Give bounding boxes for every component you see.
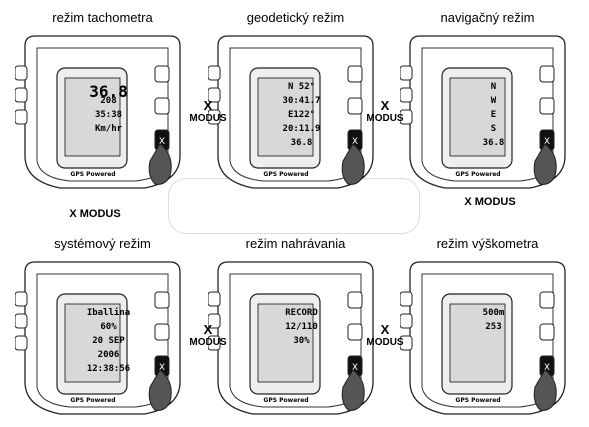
svg-text:X: X <box>544 363 550 373</box>
mode-panel-6: režim výškometra X GPS Powered 500m 253 <box>400 236 575 426</box>
screen-l2: 253 <box>485 322 502 332</box>
svg-text:X: X <box>352 137 358 147</box>
mode-panel-4: systémový režim X GPS Powered Iballina 60… <box>15 236 190 426</box>
gps-device-illustration: X GPS Powered <box>15 35 181 189</box>
gps-device-illustration: X GPS Powered <box>208 261 374 415</box>
mode-title: geodetický režim <box>246 10 345 25</box>
screen-l5: 36.8 <box>290 138 313 148</box>
mode-panel-2: geodetický režim X GPS Powered N 52° 30:4… <box>208 10 383 200</box>
screen-l1: 36.8 <box>89 82 128 101</box>
mode-title: režim nahrávania <box>245 236 346 251</box>
screen-l3: 35:38 <box>94 110 123 120</box>
screen-l3: 20 SEP <box>92 336 125 346</box>
screen-l5: 12:38:56 <box>86 364 131 374</box>
screen-l1: N 52° <box>287 82 316 92</box>
brand-label: GPS Powered <box>70 171 115 178</box>
screen-l1: N <box>490 82 497 92</box>
mode-title: režim výškometra <box>436 236 539 251</box>
modus-arrow-left: X MODUS <box>69 208 121 220</box>
screen-l3: 30% <box>293 336 310 346</box>
gps-device-illustration: X GPS Powered <box>15 261 181 415</box>
svg-text:X: X <box>544 137 550 147</box>
mode-title: systémový režim <box>54 236 151 251</box>
screen-l2: 208 <box>100 96 117 106</box>
brand-label: GPS Powered <box>455 397 500 404</box>
screen-l4: 20:11.9 <box>282 124 321 134</box>
screen-unit: Km/hr <box>94 124 123 134</box>
mode-panel-5: režim nahrávania X GPS Powered RECORD 12/… <box>208 236 383 426</box>
gps-device-illustration: X GPS Powered <box>208 35 374 189</box>
screen-l1: Iballina <box>86 308 131 318</box>
screen-l2: 12/110 <box>285 322 318 332</box>
screen-l1: 500m <box>482 308 505 318</box>
brand-label: GPS Powered <box>70 397 115 404</box>
screen-l2: 60% <box>100 322 117 332</box>
screen-l4: S <box>490 124 497 134</box>
screen-l2: 30:41.7 <box>282 96 321 106</box>
svg-text:X: X <box>159 363 165 373</box>
svg-text:X: X <box>159 137 165 147</box>
screen-l4: 2006 <box>97 350 120 360</box>
gps-device-illustration: X GPS Powered <box>400 35 566 189</box>
screen-l1: RECORD <box>285 308 318 318</box>
brand-label: GPS Powered <box>263 397 308 404</box>
gps-device-illustration: X GPS Powered <box>400 261 566 415</box>
mode-title: režim tachometra <box>52 10 153 25</box>
modus-arrow-right: X MODUS <box>464 196 516 208</box>
screen-l2: W <box>490 96 497 106</box>
screen-l3: E122° <box>287 110 316 120</box>
screen-l3: E <box>490 110 497 120</box>
screen-l5: 36.8 <box>482 138 505 148</box>
mode-title: navigačný režim <box>440 10 535 25</box>
brand-label: GPS Powered <box>263 171 308 178</box>
svg-text:X: X <box>352 363 358 373</box>
brand-label: GPS Powered <box>455 171 500 178</box>
